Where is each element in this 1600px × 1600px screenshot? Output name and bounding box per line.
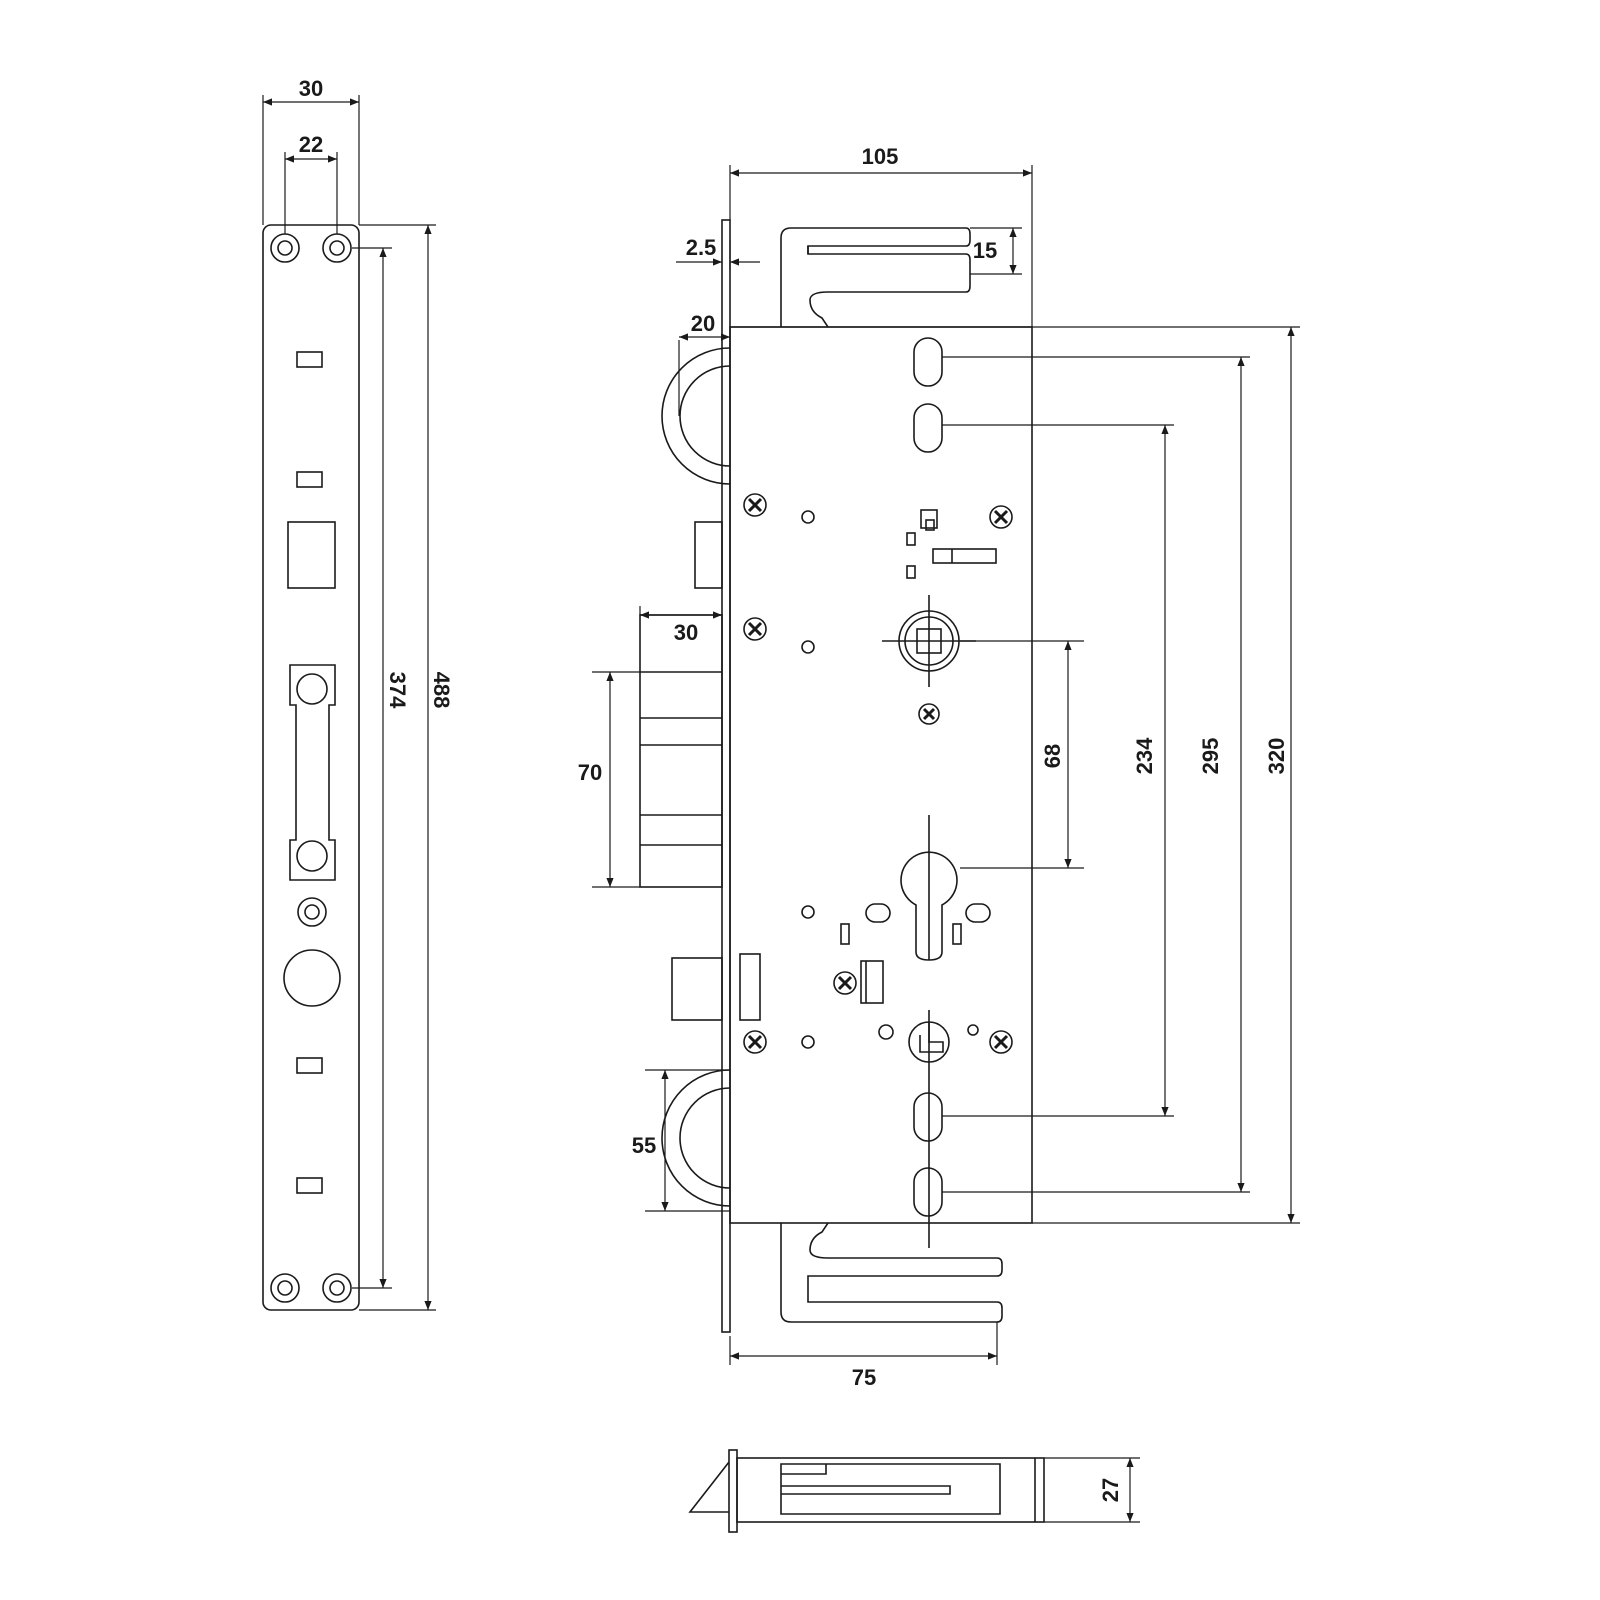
bottom-case [736,1457,1045,1523]
dim-lock-width-105: 105 [862,144,899,169]
slot-hole [913,1167,943,1217]
bottom-view-dimensions [1044,1457,1140,1523]
screw-icon [918,703,940,725]
dim-fixing-295: 295 [1198,738,1223,775]
faceplate-slot [296,1177,323,1194]
lock-body-bottom-view [688,1449,1045,1533]
dim-thickness-27: 27 [1098,1478,1123,1502]
dim-deadbolt-70: 70 [578,760,602,785]
oval-hole [865,903,891,923]
slot-hole [913,337,943,387]
cylinder-hole [900,815,958,961]
faceplate-slot [296,1057,323,1074]
small-rect [906,565,916,579]
lower-hook-arc [661,1069,731,1207]
small-rect [952,923,962,945]
faceplate-slot [296,351,323,368]
screw-icon [989,505,1013,529]
small-rect [920,509,938,529]
latch-opening [287,521,336,589]
lock-body-dimensions [592,165,1300,1365]
front-plate [721,219,731,1333]
faceplate-slot [296,471,323,488]
lower-hook-bolt [780,1222,1003,1323]
dim-case-320: 320 [1264,738,1289,775]
dim-fixing-234: 234 [1132,737,1157,774]
lock-body-side-view [639,219,1033,1333]
faceplate-dimensions [262,95,436,1311]
bottom-front-plate [728,1449,738,1533]
lower-latch [671,953,761,1021]
faceplate-top-holes [270,233,352,263]
dim-faceplate-488: 488 [429,672,454,709]
dim-hook-height-15: 15 [973,238,997,263]
small-hole [801,905,815,919]
oval-hole [965,903,991,923]
small-hole [801,510,815,524]
screws [743,493,1013,1054]
dim-faceplate-374: 374 [385,672,410,709]
dim-lower-hook-55: 55 [632,1133,656,1158]
small-hole [801,1035,815,1049]
small-rect [932,548,997,564]
lock-case [729,326,1033,1224]
bolt-opening-round [283,949,341,1007]
dim-hook-projection-20: 20 [691,311,715,336]
latch-bolt [694,521,723,589]
bottom-latch-wedge [688,1461,730,1513]
faceplate-outline [262,224,360,1311]
small-ring [297,897,327,927]
deadbolt [639,614,723,888]
small-ring [304,904,320,920]
small-hole [967,1024,979,1036]
small-hole [878,1024,894,1040]
small-hole [801,640,815,654]
dim-faceplate-thickness: 2.5 [686,235,717,260]
deadbolt-opening [289,664,336,881]
small-rect [925,519,935,531]
dim-faceplate-hole-spacing: 22 [299,132,323,157]
lower-cam [908,1010,950,1248]
screw-icon [743,493,767,517]
upper-hook-bolt [780,227,971,328]
screw-icon [743,1030,767,1054]
screw-icon [989,1030,1013,1054]
dim-backset-68: 68 [1040,744,1065,768]
dim-latch-projection-30: 30 [674,620,698,645]
small-rect [860,960,884,1004]
screw-icon [743,617,767,641]
upper-hook-arc [661,347,731,485]
dim-faceplate-width: 30 [299,76,323,101]
dim-case-depth-75: 75 [852,1365,876,1390]
small-rect [840,923,850,945]
slot-hole [913,403,943,453]
small-rect [906,532,916,546]
faceplate-front-view [262,224,360,1311]
slot-hole [913,1092,943,1142]
screw-icon [833,971,857,995]
faceplate-bottom-holes [270,1273,352,1303]
